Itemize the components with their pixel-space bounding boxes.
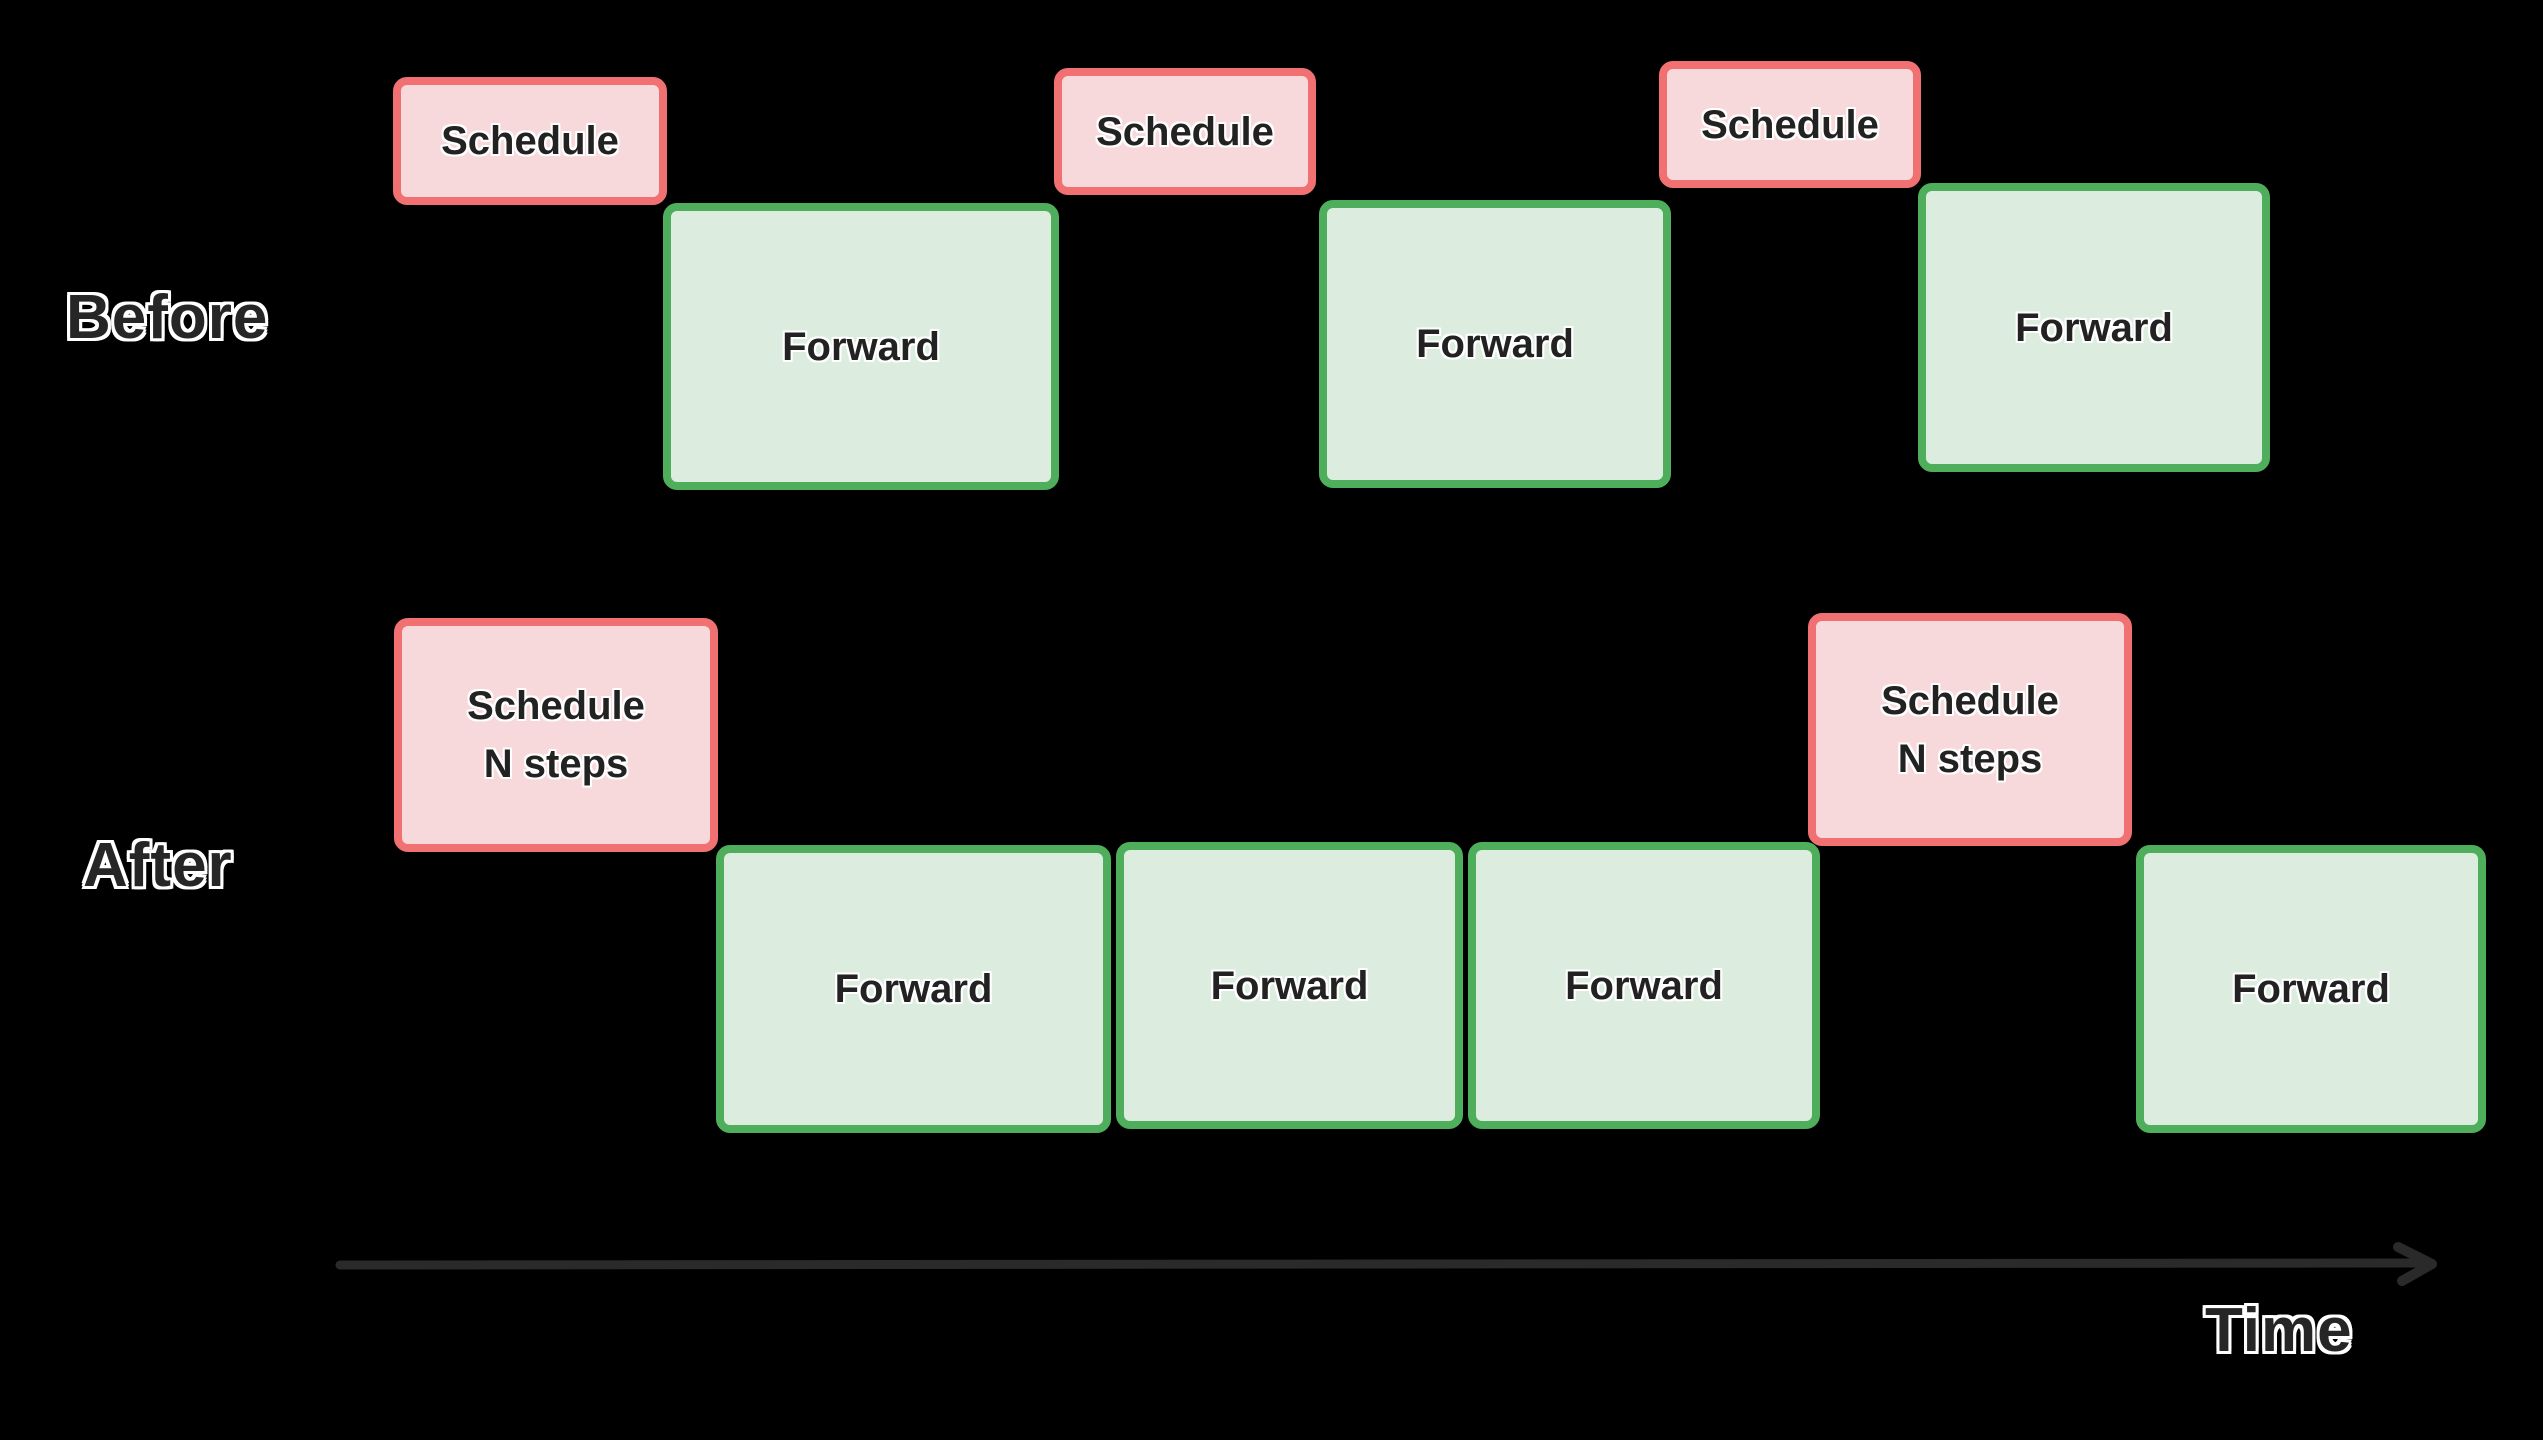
forward-box-label: Forward [1210,963,1369,1008]
schedule-n-steps-line2: N steps [483,742,629,786]
after-schedule-n-steps-box-2: Schedule N steps [1808,613,2132,846]
forward-box-label: Forward [2232,967,2390,1011]
after-forward-box-1: Forward [716,845,1111,1133]
schedule-n-steps-line2: N steps [1897,736,2043,781]
time-arrow-shaft [335,1258,2427,1270]
schedule-n-steps-line1: Schedule [1881,678,2059,723]
before-row-label: Before [66,283,269,352]
schedule-n-steps-label: Schedule N steps [467,677,645,793]
schedule-n-steps-label: Schedule N steps [1881,672,2059,788]
before-forward-box-3: Forward [1918,183,2270,472]
forward-box-label: Forward [834,967,993,1011]
forward-box-label: Forward [1565,963,1723,1008]
schedule-box-label: Schedule [441,119,619,163]
before-schedule-box-3: Schedule [1659,61,1921,188]
after-row-label: After [83,831,233,900]
after-forward-box-2: Forward [1116,842,1463,1129]
after-schedule-n-steps-box-1: Schedule N steps [394,618,718,852]
forward-box-label: Forward [2015,305,2173,350]
forward-box-label: Forward [782,324,940,369]
before-schedule-box-2: Schedule [1054,68,1316,195]
before-schedule-box-1: Schedule [393,77,667,205]
before-forward-box-1: Forward [663,203,1059,490]
schedule-box-label: Schedule [1096,109,1274,154]
after-forward-box-4: Forward [2136,845,2486,1133]
time-axis-label: Time [2205,1296,2353,1365]
before-forward-box-2: Forward [1319,200,1671,488]
forward-box-label: Forward [1416,322,1574,366]
time-arrowhead-icon [2393,1242,2437,1286]
schedule-n-steps-line1: Schedule [467,684,645,728]
after-forward-box-3: Forward [1468,842,1820,1129]
schedule-box-label: Schedule [1701,102,1879,147]
